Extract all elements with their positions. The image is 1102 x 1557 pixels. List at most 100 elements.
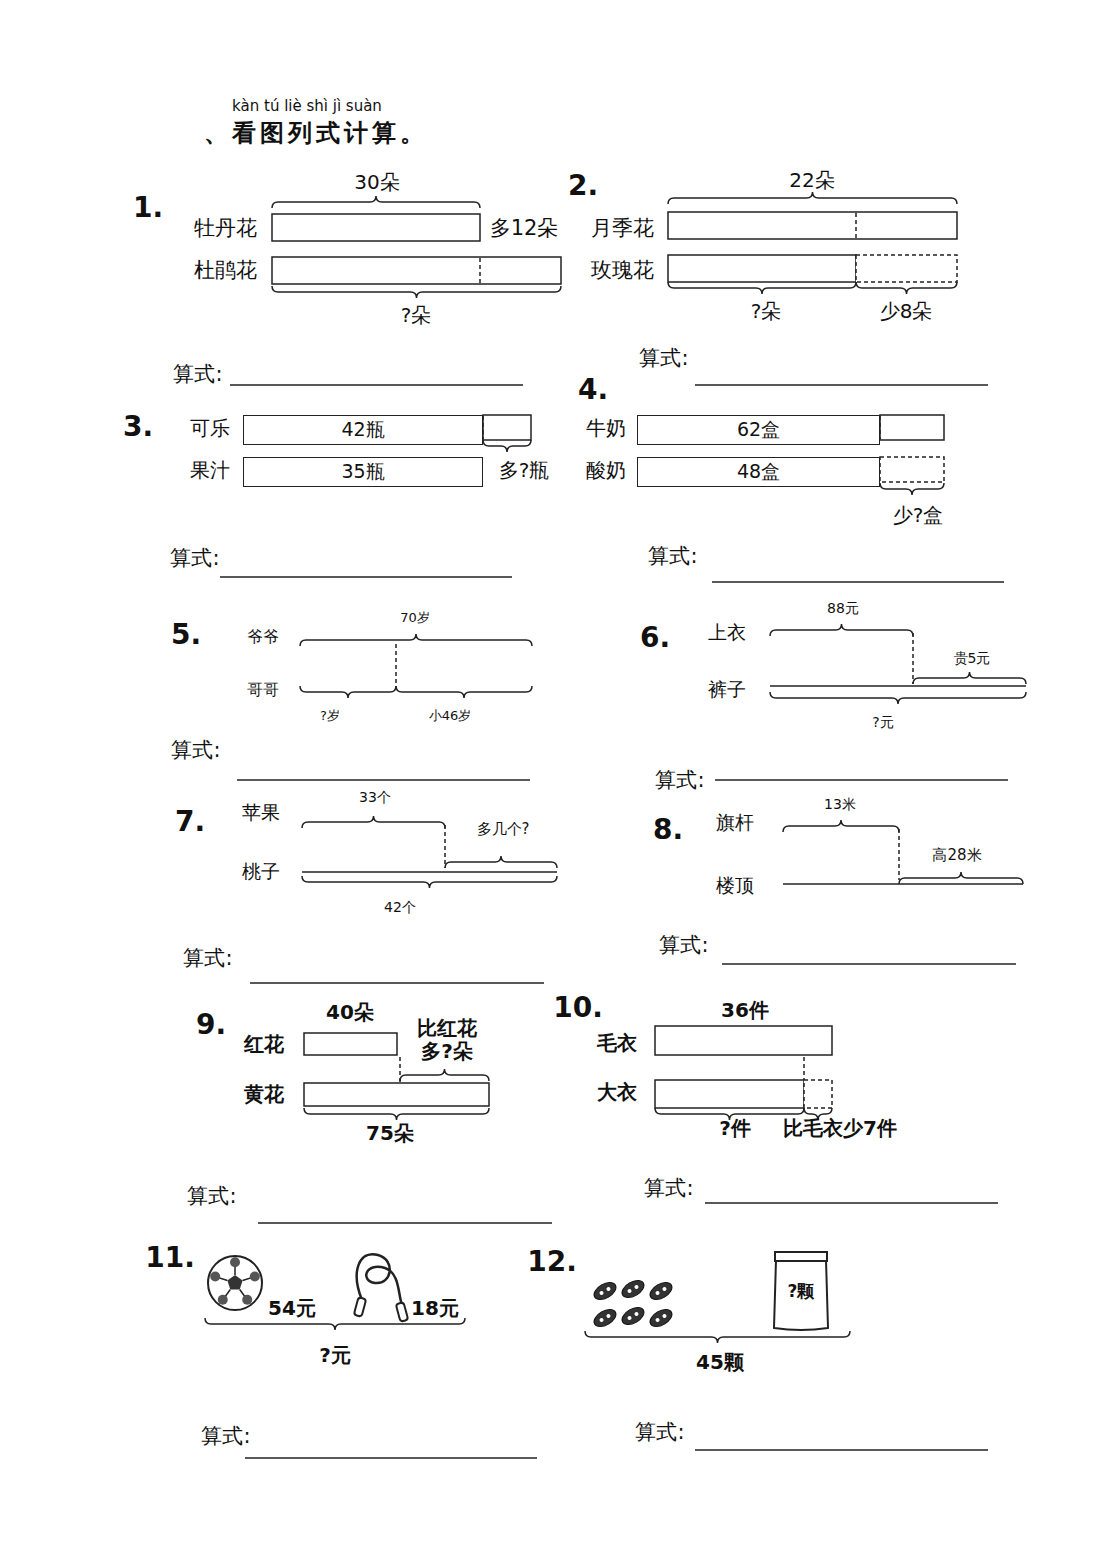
bar-segment <box>304 1083 489 1106</box>
candy-spot <box>655 1290 660 1295</box>
label-text: ?朵 <box>401 304 432 327</box>
label-text: 算式: <box>170 546 219 570</box>
label-text: 13米 <box>824 796 856 812</box>
label-text: 算式: <box>635 1420 684 1444</box>
label-text: 大衣 <box>597 1081 637 1104</box>
label-text: kàn tú liè shì jì suàn <box>232 98 382 115</box>
ball-patch <box>250 1272 260 1282</box>
label-text: 红花 <box>244 1033 284 1056</box>
label-text: 爷爷 <box>247 628 279 646</box>
rule-line <box>855 213 857 238</box>
candy-body <box>591 1279 619 1303</box>
label-text: 算式: <box>173 362 222 386</box>
rule-line <box>237 779 530 781</box>
label-text: 少8朵 <box>880 300 933 323</box>
label-text: 11. <box>145 1242 195 1274</box>
label-text: 42个 <box>384 899 416 915</box>
label-text: 少?盒 <box>893 504 944 527</box>
label-text: 比红花多?朵 <box>413 1017 481 1063</box>
rule-line <box>712 581 1004 583</box>
label-text: 比毛衣少7件 <box>783 1117 897 1140</box>
label-text: ?件 <box>719 1117 751 1140</box>
bar-segment <box>655 1080 804 1108</box>
candy-spot <box>627 1315 632 1320</box>
brace <box>272 196 480 208</box>
label-text: 1. <box>133 192 163 224</box>
label-text: 算式: <box>187 1184 236 1208</box>
brace <box>880 483 944 495</box>
brace <box>856 282 957 294</box>
label-text: 4. <box>578 374 608 406</box>
label-text: 哥哥 <box>247 681 279 699</box>
brace <box>770 692 1026 704</box>
brace <box>445 856 557 868</box>
bag-top <box>775 1252 827 1261</box>
candy-body <box>619 1277 647 1301</box>
bar-segment <box>880 415 944 440</box>
rule-line <box>250 982 544 984</box>
brace <box>272 286 561 298</box>
rule-line <box>705 1202 998 1204</box>
brace <box>783 820 899 832</box>
label-text: 果汁 <box>190 459 230 482</box>
brace <box>302 876 557 888</box>
label-text: 12. <box>527 1246 577 1278</box>
brace <box>770 624 913 636</box>
brace <box>668 192 957 204</box>
label-text: 楼顶 <box>716 875 754 897</box>
candy-spot <box>634 1284 639 1289</box>
candy-spot <box>634 1311 639 1316</box>
candy <box>619 1304 647 1328</box>
label-text: 算式: <box>659 933 708 957</box>
candy-spot <box>662 1313 667 1318</box>
node-text: 62盒 <box>737 417 780 443</box>
candy <box>591 1279 619 1303</box>
brace <box>913 672 1026 684</box>
brace <box>302 816 445 828</box>
label-text: 月季花 <box>591 216 654 240</box>
rope-line <box>357 1254 402 1305</box>
candy <box>619 1277 647 1301</box>
candy-spot <box>606 1313 611 1318</box>
bar-segment <box>272 214 480 241</box>
bar-box: 35瓶 <box>243 457 483 487</box>
ball-patch <box>227 1275 242 1289</box>
rule-line <box>783 883 1023 885</box>
rule-line <box>395 644 397 688</box>
ball-patch <box>230 1257 240 1267</box>
label-text: 33个 <box>359 789 391 805</box>
rule-line <box>898 829 900 880</box>
label-text: 旗杆 <box>716 812 754 834</box>
candy-spot <box>599 1290 604 1295</box>
label-text: 算式: <box>655 768 704 792</box>
candy-body <box>647 1306 675 1330</box>
candy-spot <box>662 1286 667 1291</box>
label-text: 多12朵 <box>490 216 559 240</box>
candy-spot <box>599 1317 604 1322</box>
node-text: 35瓶 <box>341 459 384 485</box>
worksheet-title: 、看图列式计算。 <box>204 120 428 148</box>
jump-rope-picture <box>354 1254 408 1321</box>
brace <box>300 634 532 646</box>
football-picture <box>208 1256 262 1310</box>
brace <box>300 686 396 698</box>
ball-patch <box>242 1295 252 1305</box>
rule-line <box>695 384 988 386</box>
rule-line <box>258 1222 552 1224</box>
ball-patch <box>218 1295 228 1305</box>
label-text: 贵5元 <box>954 650 991 666</box>
label-text: 苹果 <box>242 802 280 824</box>
node-text: 48盒 <box>737 459 780 485</box>
brace <box>205 1318 465 1330</box>
label-text: 多几个? <box>477 821 530 838</box>
node-text: ?颗 <box>788 1280 815 1303</box>
label-text: ?元 <box>872 714 893 730</box>
label-text: 多?瓶 <box>499 459 550 482</box>
label-text: 30朵 <box>354 171 399 194</box>
label-text: 75朵 <box>366 1122 414 1145</box>
candy <box>591 1306 619 1330</box>
label-text: 算式: <box>644 1176 693 1200</box>
label-text: 算式: <box>201 1424 250 1448</box>
bar-segment <box>668 212 957 239</box>
label-text: 算式: <box>648 544 697 568</box>
